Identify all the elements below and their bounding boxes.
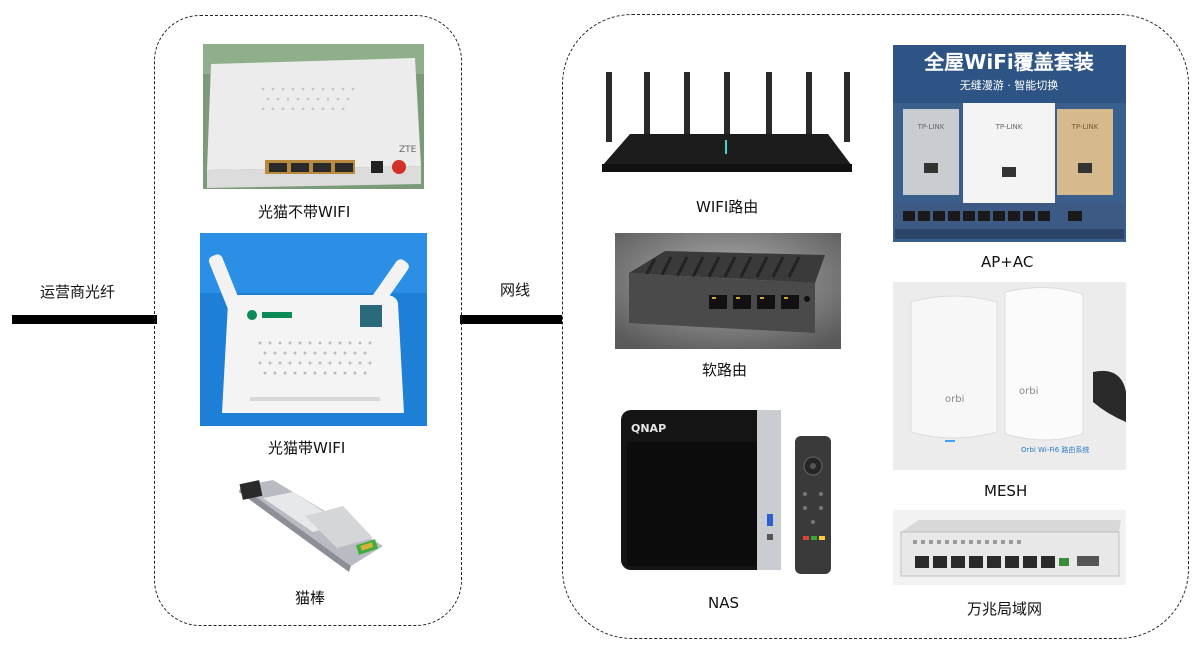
ont-wifi-image [200, 233, 427, 426]
ap-ac-banner-title: 全屋WiFi覆盖套装 [923, 50, 1093, 74]
sfp-stick-label: 猫棒 [295, 589, 326, 607]
ont-brand-text: ZTE [399, 145, 417, 155]
cable-label: 网线 [500, 281, 531, 299]
ap-panel-brand-1: TP-LINK [917, 123, 945, 131]
ap-panel-brand-2: TP-LINK [995, 123, 1023, 131]
ten-gig-switch-image [893, 510, 1126, 585]
ont-wifi-label: 光猫带WIFI [268, 439, 346, 457]
sfp-stick-image [233, 476, 388, 576]
soft-router-label: 软路由 [702, 361, 748, 379]
soft-router-image [615, 233, 841, 349]
mesh-image: orbi orbi Orbi Wi-Fi6 路由系统 [893, 282, 1126, 470]
cable-line [460, 315, 562, 324]
ont-no-wifi-image: ZTE [203, 44, 424, 189]
nas-brand-text: QNAP [631, 422, 666, 435]
mesh-device-text-2: orbi [1019, 386, 1038, 397]
mesh-label: MESH [984, 482, 1028, 500]
ten-gig-lan-label: 万兆局域网 [967, 600, 1043, 618]
fiber-line [12, 315, 157, 324]
ap-ac-image: 全屋WiFi覆盖套装 无缝漫游 · 智能切换 TP-LINK TP-LINK T… [893, 45, 1126, 242]
network-device-group-box [562, 14, 1189, 639]
nas-label: NAS [708, 594, 740, 612]
fiber-label: 运营商光纤 [40, 283, 116, 301]
ap-ac-banner-subtitle: 无缝漫游 · 智能切换 [960, 78, 1059, 92]
nas-image: QNAP [617, 404, 837, 576]
wifi-router-image [600, 70, 855, 178]
ont-no-wifi-label: 光猫不带WIFI [258, 203, 351, 221]
mesh-caption: Orbi Wi-Fi6 路由系统 [1021, 445, 1089, 454]
ap-ac-label: AP+AC [981, 253, 1034, 271]
mesh-device-text-1: orbi [945, 394, 964, 405]
modem-group-box [154, 15, 462, 626]
ap-panel-brand-3: TP-LINK [1071, 123, 1099, 131]
wifi-router-label: WIFI路由 [696, 198, 759, 216]
